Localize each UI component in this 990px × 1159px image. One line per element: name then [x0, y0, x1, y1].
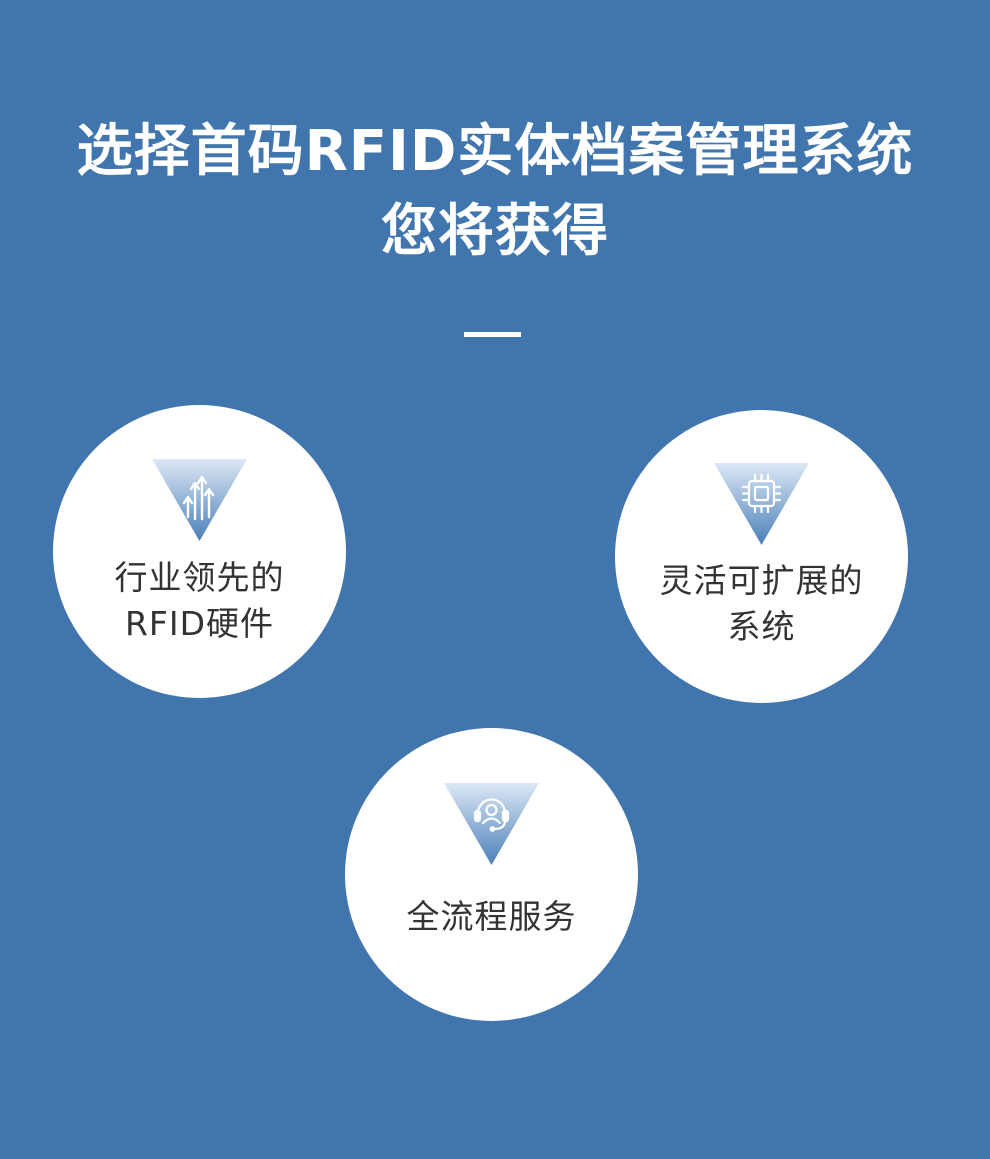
feature-circle-hardware: 行业领先的 RFID硬件	[53, 405, 346, 698]
feature-label-service: 全流程服务	[406, 897, 577, 936]
feature-circle-system: 灵活可扩展的 系统	[615, 410, 908, 703]
growth-arrows-icon	[152, 459, 247, 541]
chip-icon	[714, 463, 809, 545]
page-title: 选择首码RFID实体档案管理系统 您将获得	[0, 112, 990, 272]
feature-label-system: 灵活可扩展的 系统	[659, 561, 864, 646]
title-line-1: 选择首码RFID实体档案管理系统	[76, 119, 914, 184]
feature-label-hardware: 行业领先的 RFID硬件	[114, 558, 285, 643]
support-headset-icon	[444, 783, 539, 865]
title-line-2: 您将获得	[381, 199, 609, 264]
title-divider	[464, 332, 521, 337]
feature-circle-service: 全流程服务	[345, 728, 638, 1021]
